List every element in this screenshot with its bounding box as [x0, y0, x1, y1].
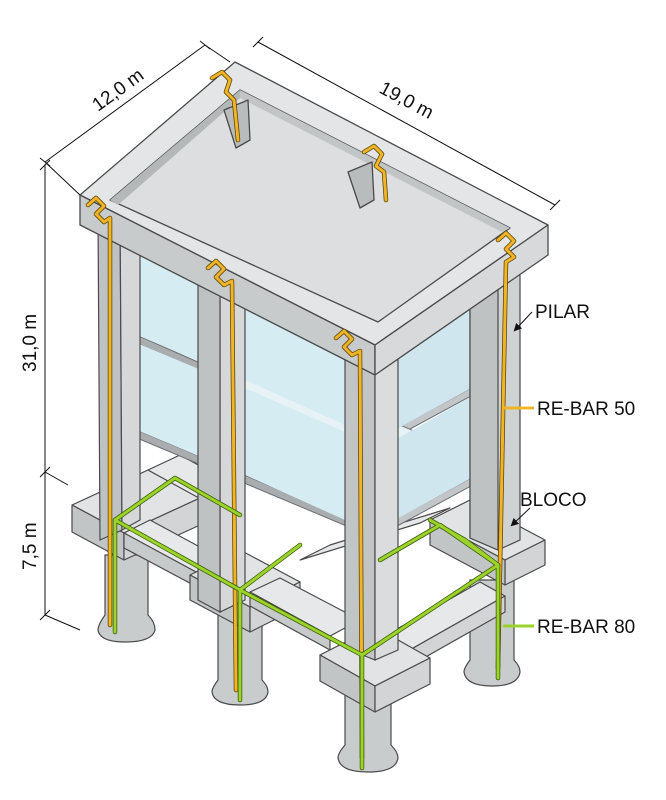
dim-length: 19,0 m — [376, 78, 437, 124]
rebar-80-lines — [112, 475, 501, 771]
label-pilar: PILAR — [535, 302, 590, 323]
dim-height-upper: 31,0 m — [20, 314, 41, 372]
label-bloco: BLOCO — [520, 490, 587, 511]
dimension-lines — [39, 36, 561, 631]
pile-left — [97, 554, 156, 643]
label-rebar-50: RE-BAR 50 — [537, 399, 635, 420]
dim-height-lower: 7,5 m — [20, 522, 41, 570]
rebar-50-lines — [85, 69, 517, 761]
callouts: PILAR RE-BAR 50 BLOCO RE-BAR 80 — [503, 302, 635, 638]
label-rebar-80: RE-BAR 80 — [537, 617, 635, 638]
piles — [97, 554, 521, 773]
